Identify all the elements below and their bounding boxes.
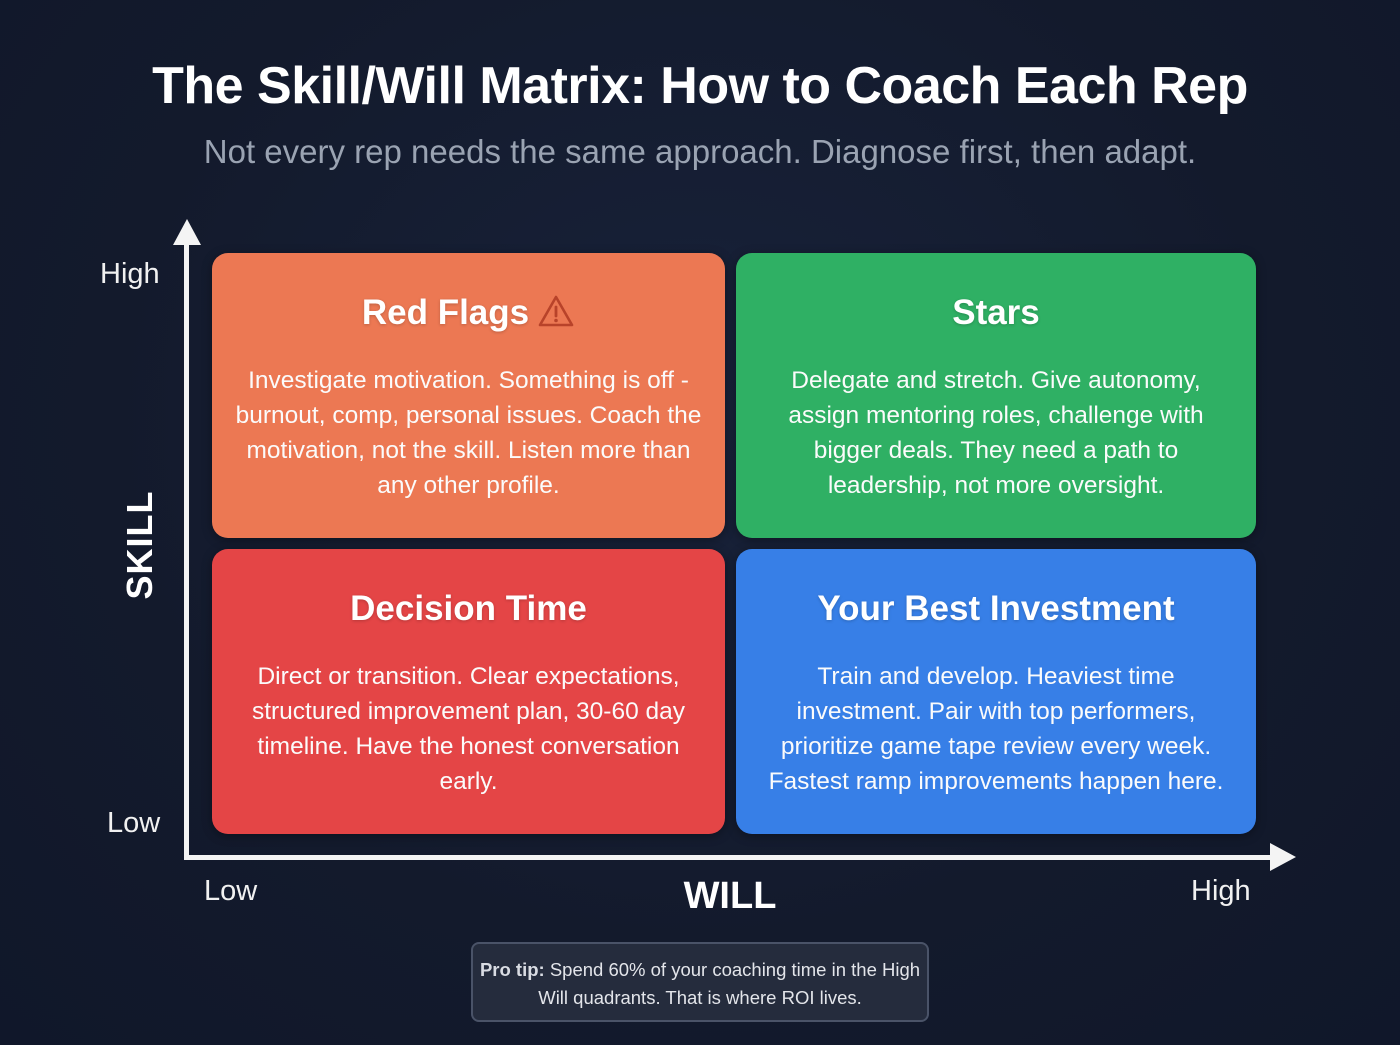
quadrant-title: Decision Time: [350, 589, 587, 628]
quadrant-title: Stars: [952, 293, 1040, 332]
pro-tip-label: Pro tip:: [479, 959, 545, 980]
quadrant-stars: Stars Delegate and stretch. Give autonom…: [736, 253, 1256, 538]
pro-tip-box: Pro tip: Spend 60% of your coaching time…: [471, 942, 929, 1022]
page-subtitle: Not every rep needs the same approach. D…: [203, 133, 1197, 170]
y-axis-title: SKILL: [119, 490, 160, 600]
quadrant-red-flags: Red Flags Investigate motivation. Someth…: [212, 253, 725, 538]
quadrant-title: Red Flags: [212, 293, 725, 333]
y-axis-high-label: High: [100, 258, 160, 290]
x-axis-line: [184, 855, 1274, 860]
x-axis-title: WILL: [683, 875, 777, 917]
quadrant-decision-time: Decision Time Direct or transition. Clea…: [212, 549, 725, 834]
x-axis-arrow-icon: [1270, 843, 1296, 871]
quadrant-description: Train and develop. Heaviest time investm…: [768, 663, 1224, 795]
page-title: The Skill/Will Matrix: How to Coach Each…: [152, 57, 1248, 115]
x-axis-high-label: High: [1191, 875, 1251, 907]
y-axis-line: [184, 240, 189, 860]
warning-icon: [538, 295, 574, 327]
y-axis-low-label: Low: [107, 807, 161, 839]
quadrant-title: Your Best Investment: [817, 589, 1175, 628]
quadrant-description: Delegate and stretch. Give autonomy, ass…: [788, 367, 1204, 499]
quadrant-description: Investigate motivation. Something is off…: [235, 367, 702, 499]
x-axis-low-label: Low: [204, 875, 258, 907]
pro-tip-text: Spend 60% of your coaching time in the H…: [538, 959, 921, 1008]
quadrant-description: Direct or transition. Clear expectations…: [251, 663, 686, 795]
quadrant-title-text: Red Flags: [361, 293, 530, 332]
quadrant-best-investment: Your Best Investment Train and develop. …: [736, 549, 1256, 834]
